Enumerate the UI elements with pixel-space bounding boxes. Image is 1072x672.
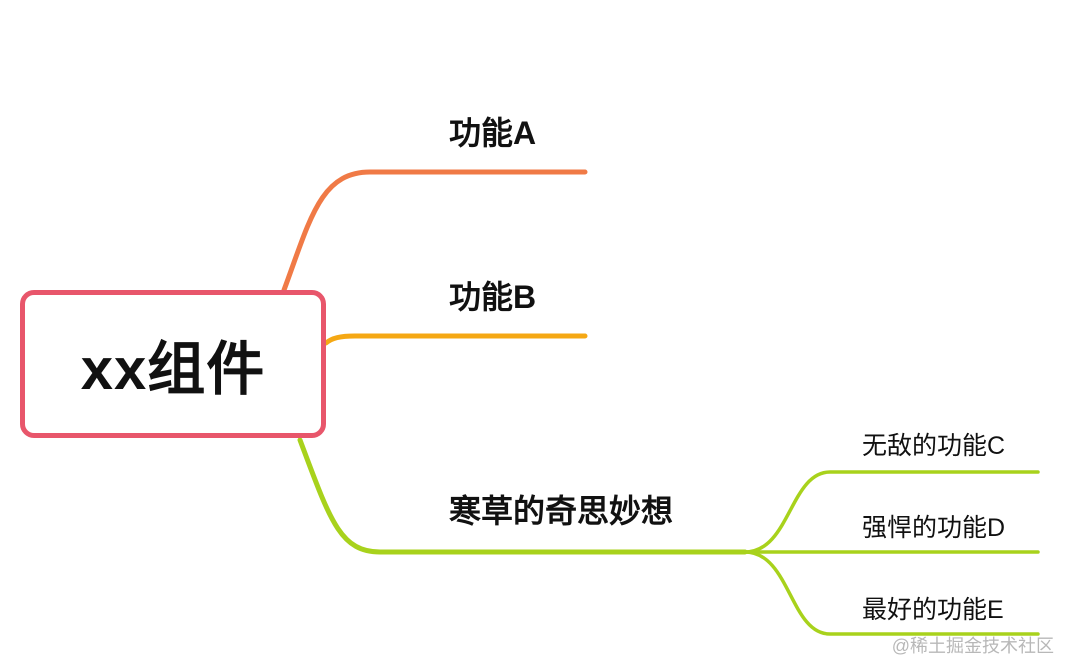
- root-node[interactable]: xx组件: [20, 290, 326, 438]
- connector-feature-b: [323, 333, 588, 346]
- connector-feature-e: [743, 550, 1040, 636]
- node-feature-d[interactable]: 强悍的功能D: [862, 514, 1006, 542]
- node-wild-ideas[interactable]: 寒草的奇思妙想: [449, 493, 674, 529]
- watermark: @稀土掘金技术社区: [891, 636, 1054, 656]
- connector-feature-c: [743, 470, 1040, 554]
- node-feature-a[interactable]: 功能A: [449, 115, 537, 151]
- connector-wild-ideas: [297, 437, 748, 555]
- connector-feature-a: [281, 169, 588, 293]
- node-feature-b[interactable]: 功能B: [449, 279, 537, 315]
- node-feature-e[interactable]: 最好的功能E: [862, 596, 1004, 624]
- node-feature-c[interactable]: 无敌的功能C: [862, 432, 1006, 460]
- root-node-label: xx组件: [80, 337, 266, 402]
